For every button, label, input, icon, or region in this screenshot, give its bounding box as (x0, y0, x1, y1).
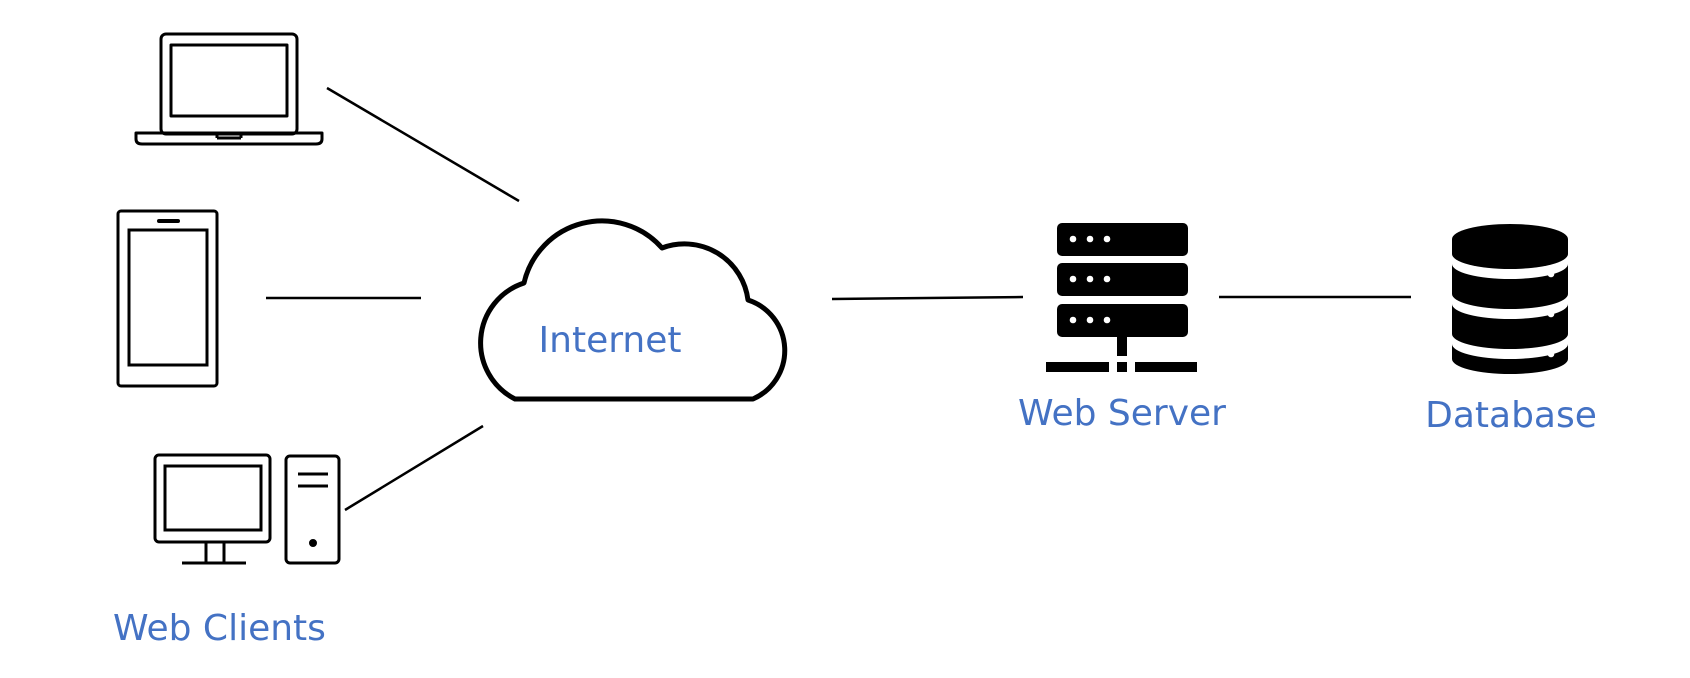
desktop-computer-icon (153, 453, 341, 565)
link-internet-webserver (831, 295, 1024, 301)
database-label: Database (1425, 395, 1597, 436)
tablet-icon (116, 209, 219, 388)
cloud-icon: Internet (478, 218, 788, 402)
link-desktop-internet (344, 424, 484, 512)
internet-label: Internet (539, 320, 682, 361)
web-clients-label: Web Clients (113, 608, 326, 649)
database-icon (1452, 224, 1568, 374)
laptop-icon (134, 32, 324, 146)
web-server-label: Web Server (1018, 393, 1226, 434)
connection-lines (266, 86, 1411, 512)
server-icon (1046, 223, 1197, 372)
link-laptop-internet (326, 86, 520, 203)
